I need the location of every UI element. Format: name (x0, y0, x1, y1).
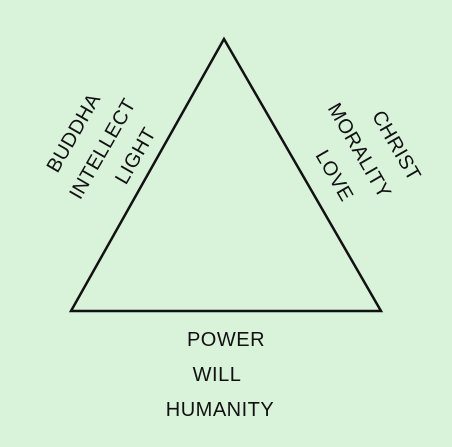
triangle-outline (68, 36, 384, 313)
label-power: POWER (186, 329, 266, 351)
label-will: WILL (192, 364, 242, 386)
label-humanity: HUMANITY (165, 399, 275, 421)
